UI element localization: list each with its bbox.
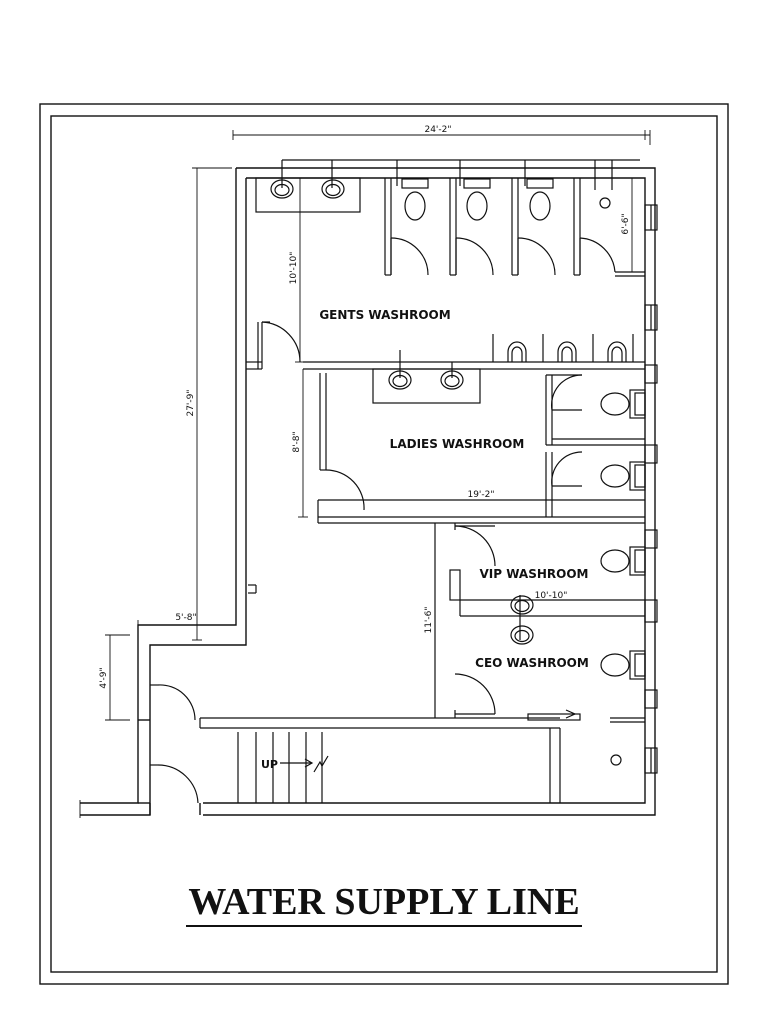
room-label-ladies: LADIES WASHROOM xyxy=(390,437,525,451)
gents-sinks xyxy=(255,177,361,213)
dim-vip-width: 10'-10" xyxy=(535,591,568,601)
staircase xyxy=(237,732,329,803)
dim-vip-ceo-height: 11'-6" xyxy=(424,606,434,633)
vip-ceo-sinks xyxy=(510,595,534,645)
interior-walls xyxy=(199,322,645,803)
side-wc xyxy=(600,389,646,766)
dim-overall-width: 24'-2" xyxy=(424,125,451,135)
gents-urinals xyxy=(492,334,634,362)
drawing-title: WATER SUPPLY LINE xyxy=(0,880,768,927)
right-windows xyxy=(644,204,658,774)
sheet-outer-border xyxy=(39,103,729,985)
stair-up-label: UP xyxy=(261,758,278,771)
dim-corridor-width: 5'-8" xyxy=(175,613,196,623)
dim-overall-height: 27'-9" xyxy=(186,389,196,416)
dim-ladies-width: 19'-2" xyxy=(467,490,494,500)
dimension-lines xyxy=(79,130,651,818)
drawing-title-text: WATER SUPPLY LINE xyxy=(186,881,582,927)
room-label-vip: VIP WASHROOM xyxy=(480,567,589,581)
dim-stall-depth: 6'-6" xyxy=(621,213,631,234)
supply-risers xyxy=(281,159,640,640)
room-label-gents: GENTS WASHROOM xyxy=(319,308,450,322)
dim-gents-depth: 10'-10" xyxy=(289,252,299,285)
dim-ladies-depth: 8'-8" xyxy=(292,431,302,452)
gents-stalls xyxy=(384,178,645,277)
ladies-sinks xyxy=(372,368,481,404)
gents-wc xyxy=(401,178,611,221)
doors xyxy=(150,237,645,804)
room-label-ceo: CEO WASHROOM xyxy=(475,656,589,670)
sheet-inner-border xyxy=(50,115,718,973)
dim-entry-width: 4'-9" xyxy=(99,667,109,688)
